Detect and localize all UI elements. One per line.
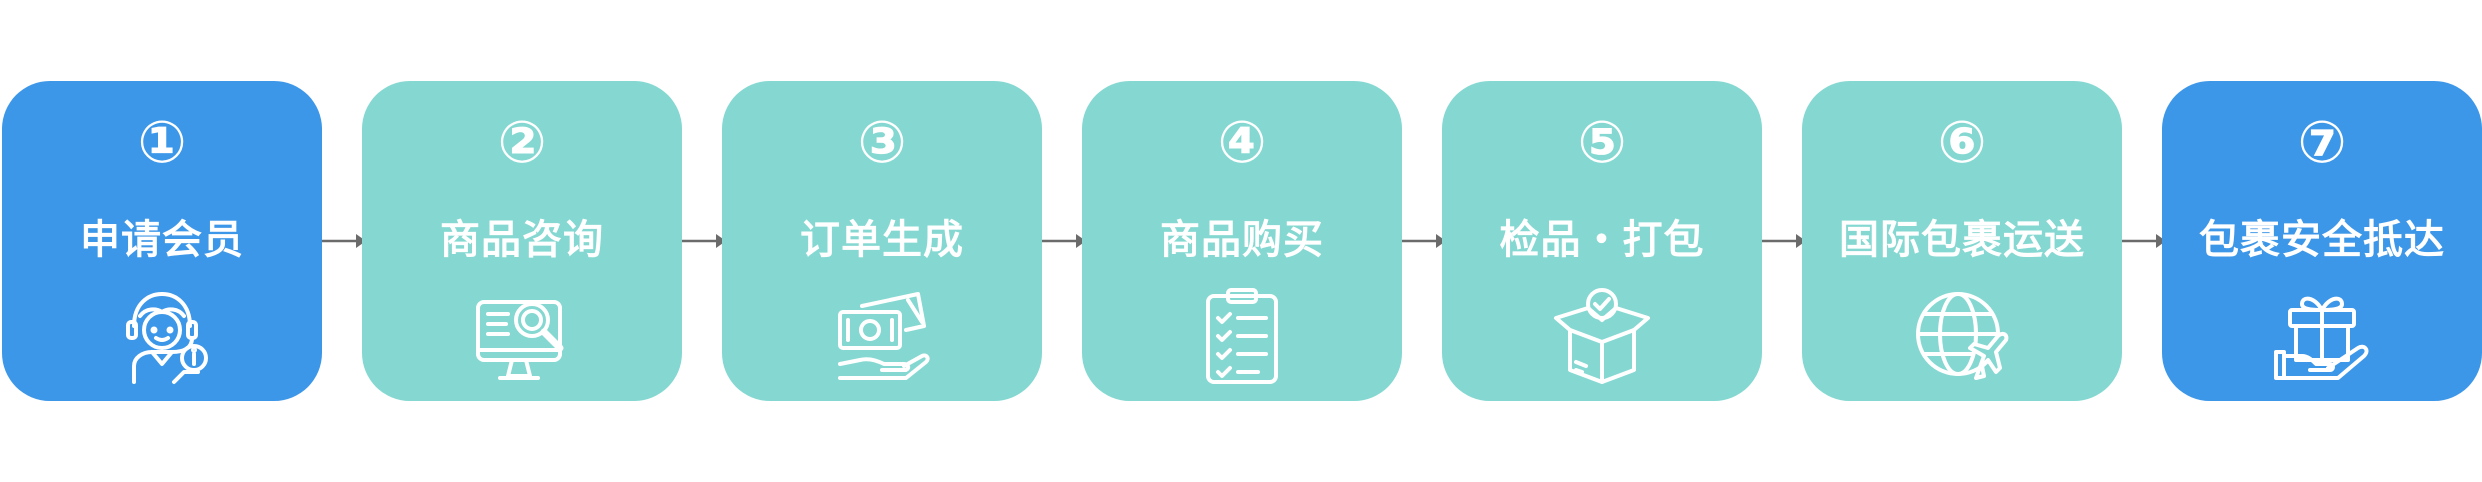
monitor-search-icon [472, 286, 572, 386]
step-4-card: ④ 商品购买 [1082, 81, 1402, 401]
customer-service-icon [112, 286, 212, 386]
step-label: 申请会员 [80, 217, 244, 263]
flow-arrow [2122, 229, 2166, 253]
step-number: ① [137, 108, 187, 176]
step-label: 商品咨询 [440, 217, 604, 263]
gift-hand-icon [2272, 286, 2372, 386]
step-2-card: ② 商品咨询 [362, 81, 682, 401]
step-number: ⑥ [1937, 108, 1987, 176]
flow-arrow [1762, 229, 1806, 253]
step-number: ⑦ [2297, 108, 2347, 176]
step-label: 检品・打包 [1499, 217, 1705, 263]
box-check-icon [1552, 286, 1652, 386]
flow-arrow [682, 229, 726, 253]
flow-arrow [1042, 229, 1086, 253]
step-7-card: ⑦ 包裹安全抵达 [2162, 81, 2482, 401]
step-3-card: ③ 订单生成 [722, 81, 1042, 401]
globe-plane-icon [1912, 286, 2012, 386]
step-number: ③ [857, 108, 907, 176]
flow-arrow [322, 229, 366, 253]
flow-arrow [1402, 229, 1446, 253]
step-number: ⑤ [1577, 108, 1627, 176]
step-6-card: ⑥ 国际包裹运送 [1802, 81, 2122, 401]
step-label: 商品购买 [1160, 217, 1324, 263]
money-hand-icon [832, 286, 932, 386]
step-label: 包裹安全抵达 [2199, 217, 2445, 263]
step-5-card: ⑤ 检品・打包 [1442, 81, 1762, 401]
step-label: 订单生成 [800, 217, 964, 263]
step-number: ④ [1217, 108, 1267, 176]
step-number: ② [497, 108, 547, 176]
clipboard-checklist-icon [1192, 286, 1292, 386]
step-1-card: ① 申请会员 [2, 81, 322, 401]
step-label: 国际包裹运送 [1839, 217, 2085, 263]
